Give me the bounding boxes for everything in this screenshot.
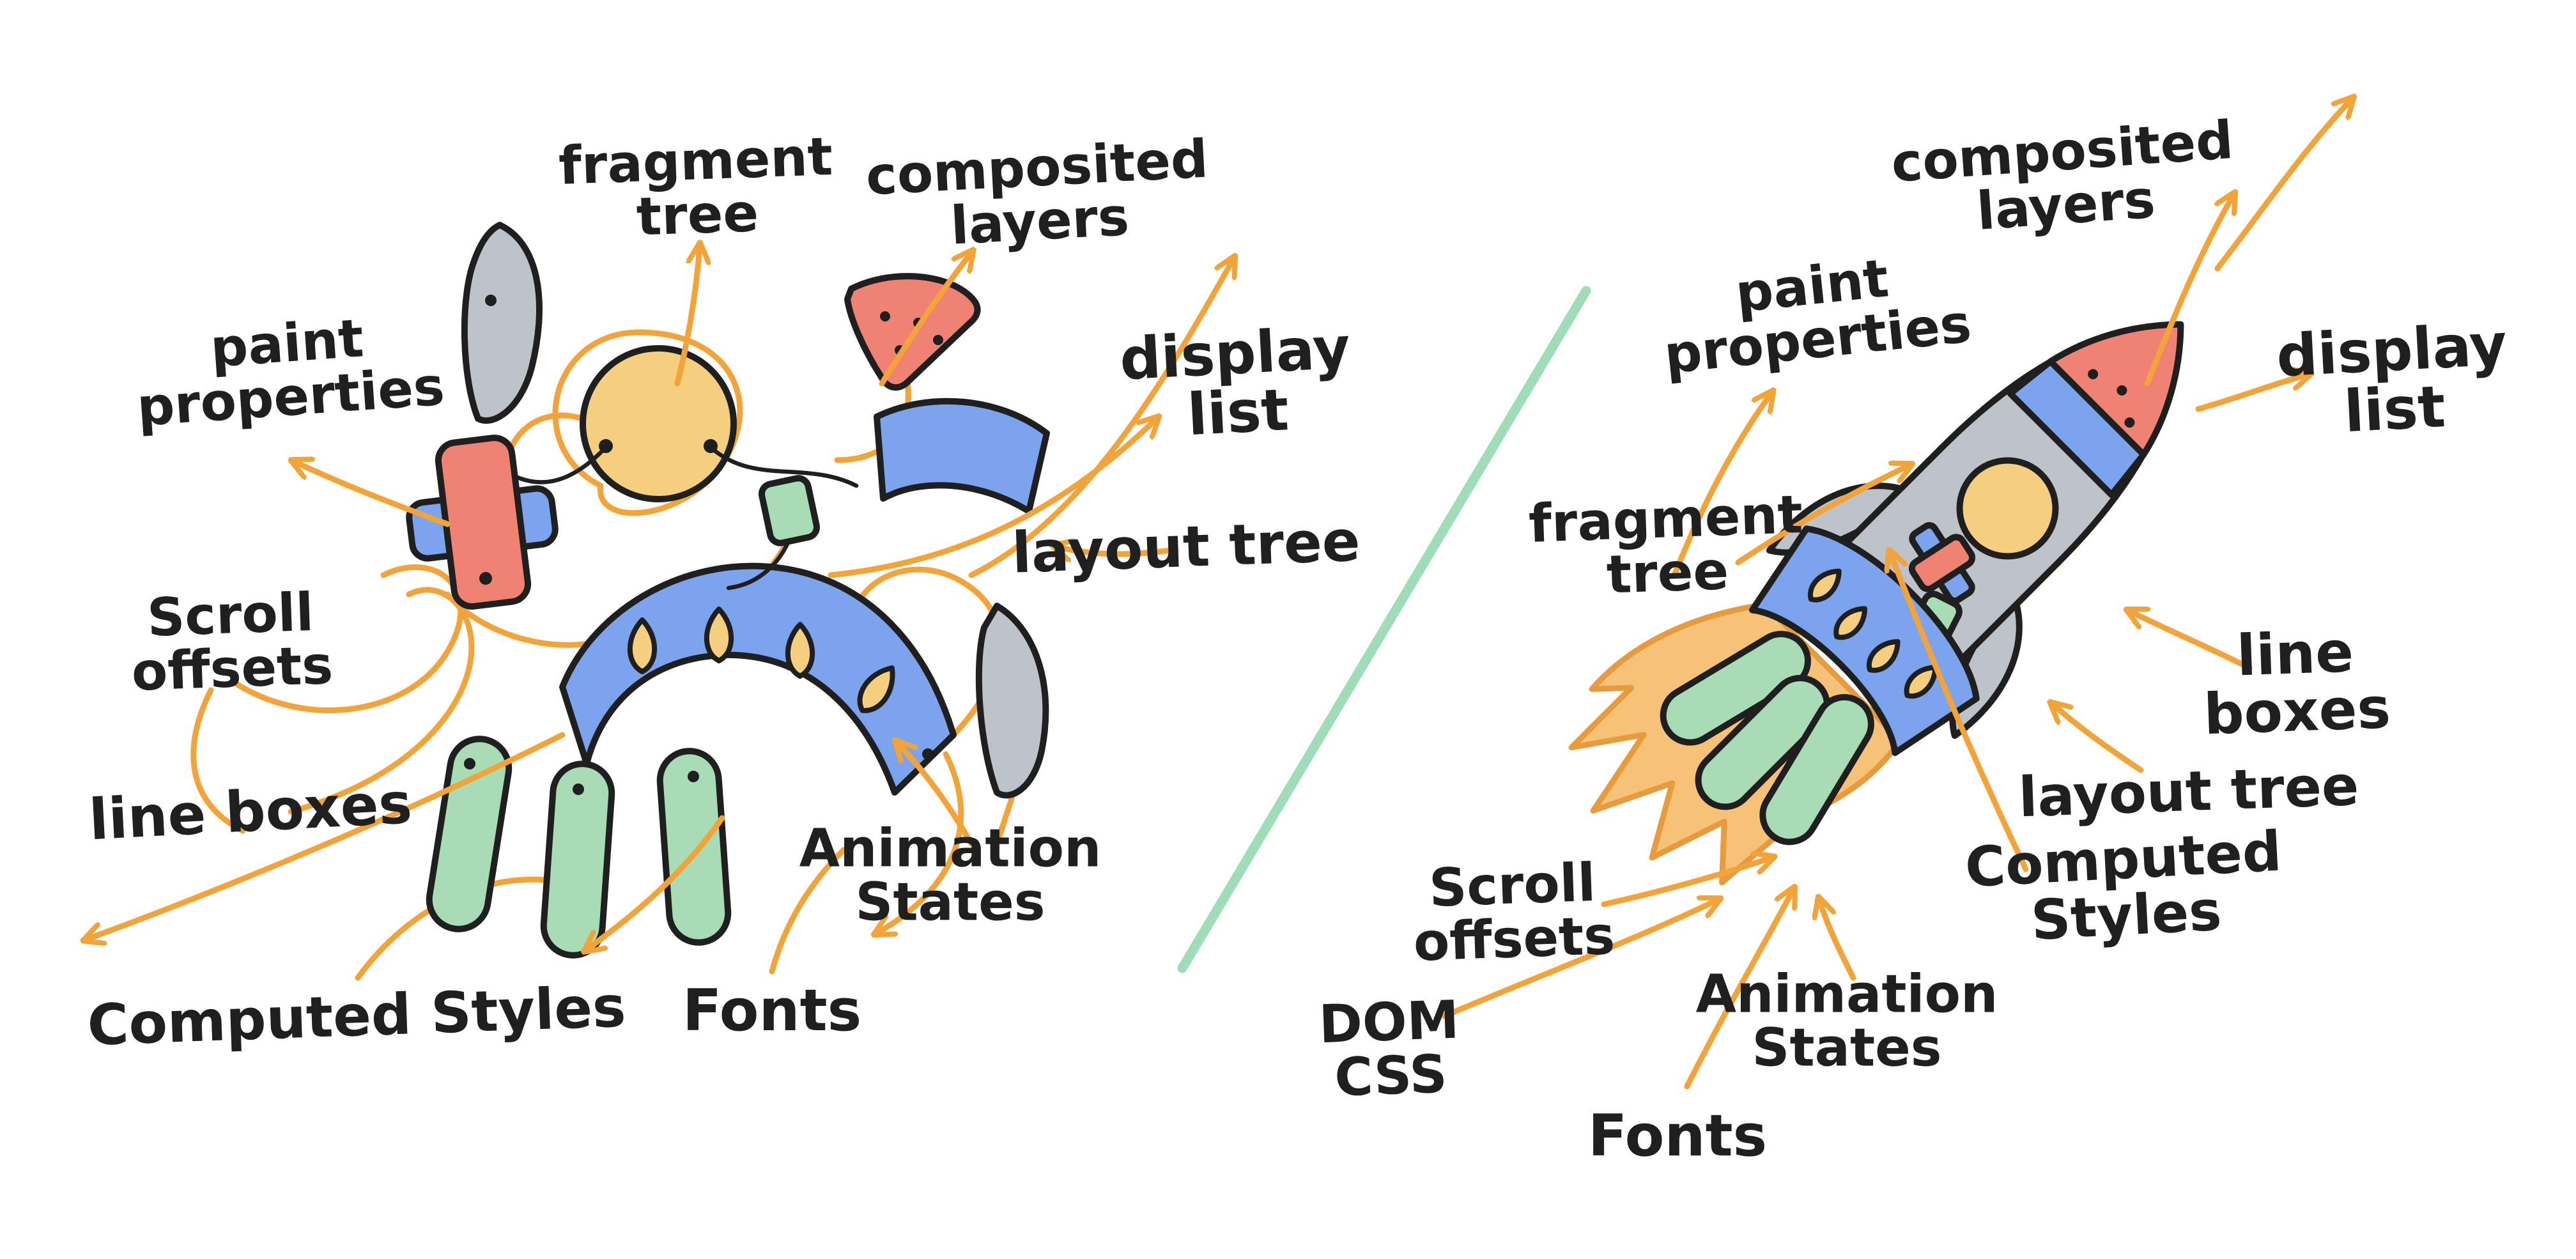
- teardrop-nozzle: [857, 665, 895, 713]
- label-fragment-tree-right: fragment tree: [1527, 484, 1804, 606]
- arrow-from-layout-tree-right: [2053, 704, 2144, 773]
- attachment-dot: [485, 295, 497, 306]
- label-animation-states-right: Animation States: [1695, 964, 1998, 1078]
- teardrop-nozzle: [627, 617, 658, 674]
- label-line-boxes-left: line boxes: [87, 769, 414, 853]
- orange-arrows-left: [86, 246, 1233, 950]
- arrow-to-paint-properties-left: [294, 461, 451, 527]
- teardrop-nozzle: [1866, 639, 1901, 673]
- label-scroll-offsets-right: Scroll offsets: [1412, 852, 1616, 973]
- connector-salmon-block: [1908, 534, 1976, 592]
- arrow-to-computed-styles-left: [587, 815, 725, 950]
- label-fonts-left: Fonts: [682, 977, 862, 1045]
- tangle-wire: [233, 564, 464, 713]
- arrow-down-near-fonts-left: [877, 751, 964, 933]
- rivet-dot: [464, 758, 475, 769]
- rivet-dot: [880, 311, 890, 321]
- blue-band-part: [874, 398, 1050, 514]
- label-scroll-offsets-left: Scroll offsets: [130, 582, 334, 703]
- label-display-list-right: display list: [2274, 311, 2509, 446]
- left-panel-parts: [86, 222, 1233, 981]
- label-fonts-right: Fonts: [1587, 1102, 1768, 1170]
- rivet-dot: [688, 771, 699, 782]
- arrow-to-composited-layers-right: [2144, 195, 2233, 387]
- teardrop-nozzle: [704, 606, 734, 663]
- arrow-from-fonts-right: [1684, 890, 1793, 1090]
- arrow-to-composited-layers-left: [879, 252, 971, 387]
- porthole-window: [1956, 457, 2059, 560]
- label-computed-styles-right: Computed Styles: [1963, 819, 2283, 953]
- flame-capsule-parts: [426, 736, 732, 959]
- label-line-boxes-right: line boxes: [2202, 619, 2392, 748]
- label-paint-properties-left: paint properties: [135, 308, 447, 438]
- tangle-wire: [508, 412, 586, 451]
- label-display-list-left: display list: [1118, 314, 1352, 449]
- arrow-from-fragment-tree-right: [1735, 465, 1909, 566]
- tangle-wire: [288, 587, 475, 815]
- teardrop-nozzle: [785, 622, 815, 679]
- arrow-from-animation-states-right: [1819, 900, 1856, 981]
- green-hatch-part: [759, 475, 820, 546]
- porthole-window-part: [580, 345, 737, 502]
- label-composited-layers-left: composited layers: [864, 128, 1210, 257]
- ink-wire: [708, 445, 859, 488]
- connector-part: [406, 435, 559, 610]
- right-panel-rocket: [1441, 99, 2352, 1090]
- rivet-dot: [2088, 369, 2099, 380]
- teardrop-nozzle: [1833, 606, 1868, 640]
- collar-band-part: [559, 562, 957, 796]
- label-layout-tree-right: layout tree: [2017, 753, 2360, 830]
- arrow-top-right: [2214, 99, 2352, 272]
- flame-capsule: [1695, 675, 1830, 810]
- ink-wire: [726, 537, 792, 591]
- teardrop-nozzle: [1807, 568, 1842, 603]
- flame-capsule: [1759, 694, 1874, 846]
- arrow-from-line-boxes-right: [2129, 611, 2253, 671]
- arrow-from-scroll-offsets-right: [1601, 858, 1771, 908]
- teardrop-nozzle: [1904, 665, 1938, 699]
- label-fragment-tree-left: fragment tree: [557, 126, 834, 248]
- flame-capsule: [540, 761, 615, 959]
- rivet-dot: [573, 784, 584, 795]
- arrow-to-line-boxes-left: [86, 732, 566, 939]
- tangle-wire: [190, 687, 246, 834]
- fin-part-top-left: [461, 222, 543, 424]
- ink-wire: [512, 445, 608, 484]
- rivet-dot: [2117, 385, 2127, 396]
- arrow-to-display-list-right: [2195, 375, 2308, 412]
- orange-arrows-right: [1441, 99, 2352, 1090]
- label-animation-states-left: Animation States: [799, 818, 1102, 932]
- blue-band: [2007, 358, 2147, 498]
- arrow-from-animation-states-left: [897, 743, 975, 847]
- connector: [1908, 521, 1976, 605]
- label-dom-css-right: DOM CSS: [1318, 989, 1460, 1109]
- tangle-wire: [769, 847, 847, 975]
- rivet-dot: [933, 335, 943, 345]
- attachment-dot: [922, 748, 934, 760]
- label-layout-tree-left: layout tree: [1010, 507, 1362, 586]
- arrow-to-display-list-left: [828, 419, 1157, 578]
- tangle-wire: [552, 329, 743, 516]
- rivet-dot: [2124, 417, 2135, 428]
- flame-capsule: [1660, 631, 1811, 746]
- fin-part-right: [975, 603, 1049, 799]
- collar-band: [1749, 525, 1980, 756]
- divider-line: [1177, 286, 1591, 973]
- arrow-from-dom-css-right: [1441, 900, 1718, 1019]
- arrow-up-right-left: [968, 259, 1233, 578]
- rivet-dot: [479, 572, 492, 585]
- arrow-to-paint-properties-right: [1671, 393, 1771, 578]
- arrow-from-layout-tree-left: [1056, 546, 1179, 554]
- flame-capsule: [656, 748, 732, 946]
- arrow-from-computed-styles-right: [1890, 553, 2029, 872]
- arrow-to-fragment-tree-left: [674, 246, 700, 387]
